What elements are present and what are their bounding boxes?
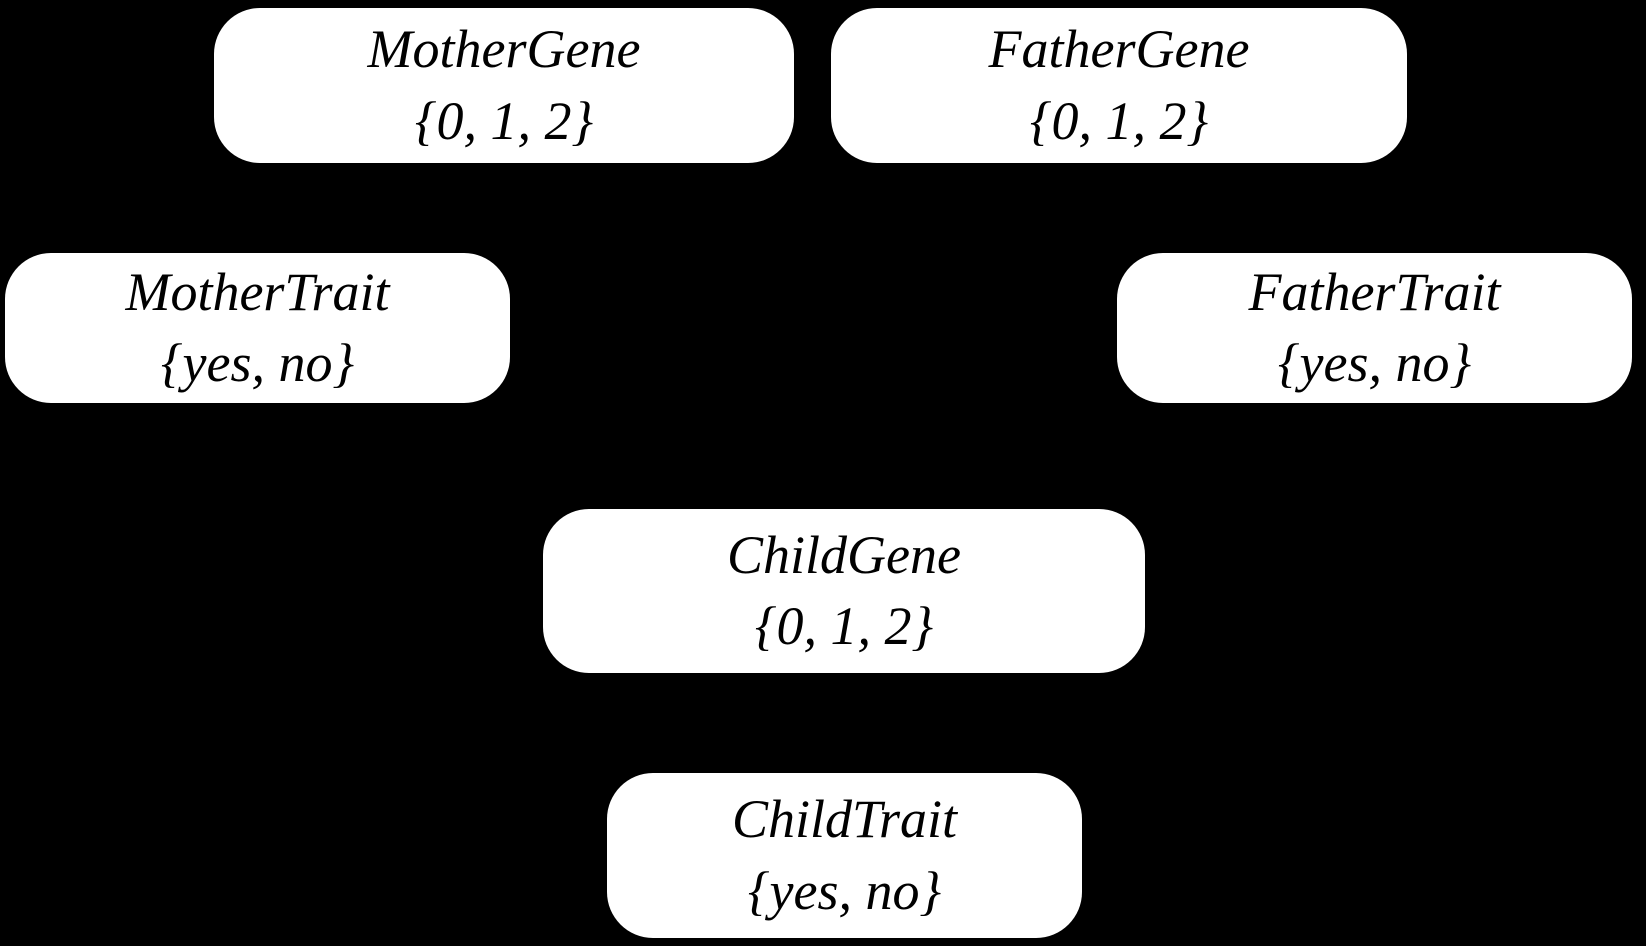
- node-father-gene: FatherGene {0, 1, 2}: [831, 8, 1407, 163]
- node-child-gene: ChildGene {0, 1, 2}: [543, 509, 1145, 673]
- node-child-trait: ChildTrait {yes, no}: [607, 773, 1082, 938]
- node-father-gene-label: FatherGene: [988, 19, 1250, 80]
- node-mother-trait-label: MotherTrait: [125, 261, 390, 322]
- node-father-gene-domain: {0, 1, 2}: [1029, 90, 1209, 151]
- node-father-trait-domain: {yes, no}: [1277, 333, 1472, 393]
- node-child-trait-domain: {yes, no}: [747, 860, 942, 921]
- node-mother-gene-label: MotherGene: [367, 19, 641, 80]
- node-child-gene-label: ChildGene: [727, 524, 961, 585]
- node-father-trait-label: FatherTrait: [1248, 261, 1501, 322]
- node-mother-trait-domain: {yes, no}: [160, 333, 355, 393]
- node-child-gene-domain: {0, 1, 2}: [754, 596, 934, 656]
- node-mother-gene-domain: {0, 1, 2}: [414, 90, 594, 151]
- node-father-trait: FatherTrait {yes, no}: [1117, 253, 1632, 403]
- node-mother-trait: MotherTrait {yes, no}: [5, 253, 510, 403]
- node-mother-gene: MotherGene {0, 1, 2}: [214, 8, 794, 163]
- node-child-trait-label: ChildTrait: [731, 789, 958, 850]
